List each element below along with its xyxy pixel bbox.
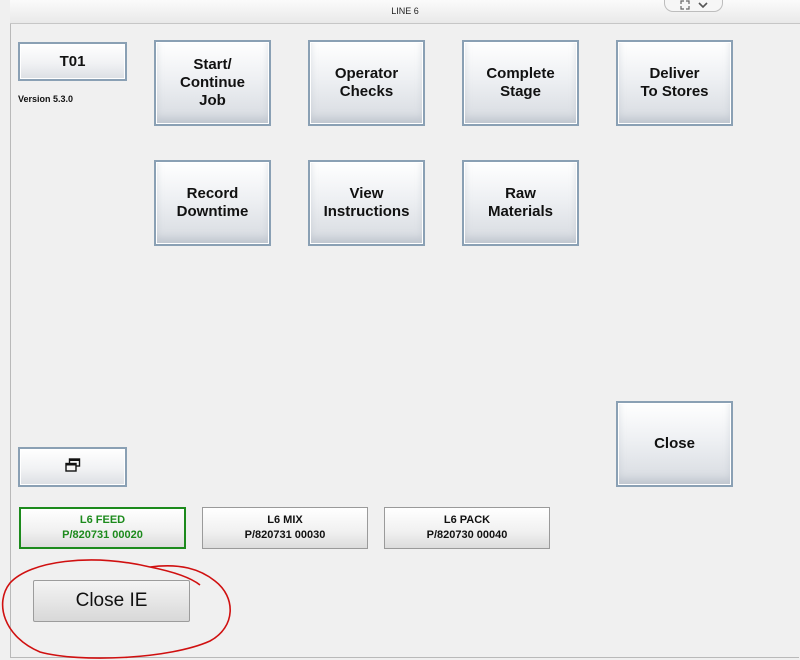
stage-name: L6 PACK — [443, 514, 491, 526]
stage-name: L6 FEED — [79, 514, 126, 526]
deliver-to-stores-button[interactable]: Deliver To Stores — [616, 40, 733, 126]
expand-icon[interactable] — [679, 0, 690, 10]
stage-button-l6-mix[interactable]: L6 MIX P/820731 00030 — [202, 507, 368, 549]
operator-checks-button[interactable]: Operator Checks — [308, 40, 425, 126]
stage-order: P/820731 00020 — [62, 529, 143, 541]
stage-order: P/820730 00040 — [426, 529, 508, 541]
raw-materials-button[interactable]: Raw Materials — [462, 160, 579, 246]
chevron-down-icon[interactable] — [697, 1, 708, 9]
start-continue-job-button[interactable]: Start/ Continue Job — [154, 40, 271, 126]
terminal-button[interactable]: T01 — [18, 42, 127, 81]
version-label: Version 5.3.0 — [18, 94, 74, 104]
stage-button-l6-pack[interactable]: L6 PACK P/820730 00040 — [384, 507, 550, 549]
view-instructions-button[interactable]: View Instructions — [308, 160, 425, 246]
title-bar: LINE 6 — [10, 0, 800, 24]
complete-stage-button[interactable]: Complete Stage — [462, 40, 579, 126]
titlebar-controls[interactable] — [664, 0, 723, 12]
restore-window-button[interactable] — [18, 447, 127, 487]
close-button[interactable]: Close — [616, 401, 733, 487]
terminal-label: T01 — [59, 53, 86, 70]
stage-button-l6-feed[interactable]: L6 FEED P/820731 00020 — [19, 507, 186, 549]
stage-name: L6 MIX — [267, 514, 303, 526]
record-downtime-button[interactable]: Record Downtime — [154, 160, 271, 246]
restore-window-icon — [64, 457, 81, 477]
stage-order: P/820731 00030 — [244, 529, 326, 541]
window-title: LINE 6 — [391, 6, 419, 16]
close-ie-button[interactable]: Close IE — [33, 580, 190, 622]
